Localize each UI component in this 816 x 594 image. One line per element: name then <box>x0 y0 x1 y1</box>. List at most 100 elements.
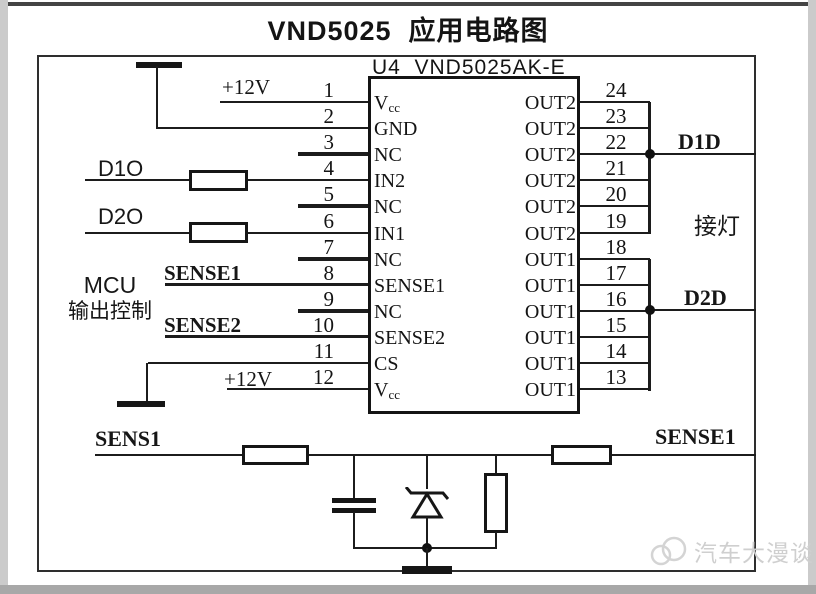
ic-pin-label-right: OUT1 <box>524 249 576 271</box>
watermark-text: 汽车大漫谈 <box>694 540 814 566</box>
ic-pin-label-right: OUT2 <box>524 118 576 140</box>
pin-wire-right <box>580 232 650 234</box>
pin-wire-left <box>165 335 368 338</box>
left-border <box>0 0 8 594</box>
sense1-left-label: SENSE1 <box>164 261 242 285</box>
pin-number: 17 <box>605 261 627 285</box>
resistor-d1o <box>189 170 248 191</box>
resistor-sense-series <box>242 445 309 465</box>
pin-number: 10 <box>313 313 334 337</box>
pin-wire-left <box>298 309 368 313</box>
pin-number: 22 <box>605 130 627 154</box>
pin-number: 19 <box>605 209 627 233</box>
wire <box>353 455 355 499</box>
capacitor-plate-bottom <box>332 508 376 513</box>
pin-wire-right <box>580 179 650 181</box>
resistor-sense-out <box>551 445 612 465</box>
ic-pin-label-left: SENSE1 <box>374 275 446 297</box>
pin-wire-left <box>298 152 368 156</box>
ic-pin-label-right: OUT2 <box>524 144 576 166</box>
pin-number: 13 <box>605 365 627 389</box>
wire <box>156 66 158 129</box>
supply-label-top: +12V <box>222 75 271 99</box>
pin-wire-right <box>580 153 650 155</box>
pin-wire-left <box>227 388 368 390</box>
ic-pin-label-right: OUT1 <box>524 353 576 375</box>
pin-wire-right <box>580 205 650 207</box>
pin-wire-right <box>580 362 650 364</box>
ic-pin-label-right: OUT1 <box>524 327 576 349</box>
pin-number: 11 <box>313 339 334 363</box>
ic-pin-label-left: IN2 <box>374 170 406 192</box>
ic-pin-label-left: GND <box>374 118 418 140</box>
junction-dot-d1d <box>645 149 655 159</box>
sense1-right-label: SENSE1 <box>655 424 736 449</box>
pin-wire-right <box>580 388 650 390</box>
wire <box>353 512 355 549</box>
mcu-caption-line2: 输出控制 <box>68 300 152 323</box>
schematic-frame <box>37 55 756 572</box>
pin-number: 9 <box>323 287 335 311</box>
ic-pin-label-right: OUT1 <box>524 275 576 297</box>
d2d-label: D2D <box>684 285 727 310</box>
ic-pin-label-left: NC <box>374 144 402 166</box>
ic-pin-label-right: OUT2 <box>524 196 576 218</box>
pin-wire-left <box>220 101 368 103</box>
bottom-border <box>0 585 816 594</box>
d2o-label: D2O <box>98 204 144 229</box>
sense2-left-label: SENSE2 <box>164 313 242 337</box>
sens1-label: SENS1 <box>95 426 162 451</box>
ic-pin-label-right: OUT1 <box>524 379 576 401</box>
pin-number: 5 <box>323 182 335 206</box>
d1d-wire <box>650 153 756 155</box>
watermark-logo-icon <box>650 536 687 566</box>
pin-wire-left <box>148 362 368 364</box>
resistor-sense-shunt <box>484 473 508 533</box>
wire <box>426 455 428 489</box>
ic-pin-label-left: Vcc <box>374 379 400 402</box>
out2-bus <box>648 102 651 234</box>
pin-number: 20 <box>605 182 627 206</box>
ic-pin-label-left: CS <box>374 353 399 375</box>
pin-wire-left <box>158 127 368 129</box>
d1d-label: D1D <box>678 129 721 154</box>
d2d-wire <box>650 309 756 311</box>
junction-dot-d2d <box>645 305 655 315</box>
pin-wire-right <box>580 310 650 312</box>
ic-pin-label-right: OUT2 <box>524 223 576 245</box>
pin-wire-left <box>165 283 368 286</box>
ic-pin-label-right: OUT2 <box>524 92 576 114</box>
wire <box>426 517 428 550</box>
wire <box>426 548 428 567</box>
ic-pin-label-left: NC <box>374 249 402 271</box>
pin-number: 16 <box>605 287 627 311</box>
mcu-caption-line1: MCU <box>83 272 137 298</box>
watermark: 汽车大漫谈 <box>648 534 814 568</box>
pin-number: 18 <box>605 235 627 259</box>
ground-symbol-top <box>136 62 182 68</box>
zener-diode-icon <box>405 487 449 519</box>
ground-symbol-left <box>117 401 165 407</box>
pin-number: 8 <box>323 261 335 285</box>
pin-number: 4 <box>323 156 335 180</box>
pin-wire-left <box>298 257 368 261</box>
ic-body <box>368 76 580 414</box>
pin-number: 24 <box>605 78 627 102</box>
pin-wire-right <box>580 336 650 338</box>
top-bar <box>0 2 816 6</box>
pin-wire-right <box>580 284 650 286</box>
ground-symbol-bottom <box>402 566 452 574</box>
pin-wire-left <box>298 204 368 208</box>
wire <box>495 455 497 474</box>
pin-wire-right <box>580 101 650 103</box>
lamp-label: 接灯 <box>694 213 740 239</box>
d1o-label: D1O <box>98 156 144 181</box>
pin-number: 15 <box>605 313 627 337</box>
out1-bus <box>648 259 651 391</box>
ic-pin-label-left: IN1 <box>374 223 406 245</box>
ic-reference-label: U4 VND5025AK-E <box>372 56 566 79</box>
supply-label-bottom: +12V <box>224 367 273 391</box>
pin-wire-right <box>580 127 650 129</box>
pin-number: 12 <box>313 365 334 389</box>
ic-pin-label-left: NC <box>374 196 402 218</box>
